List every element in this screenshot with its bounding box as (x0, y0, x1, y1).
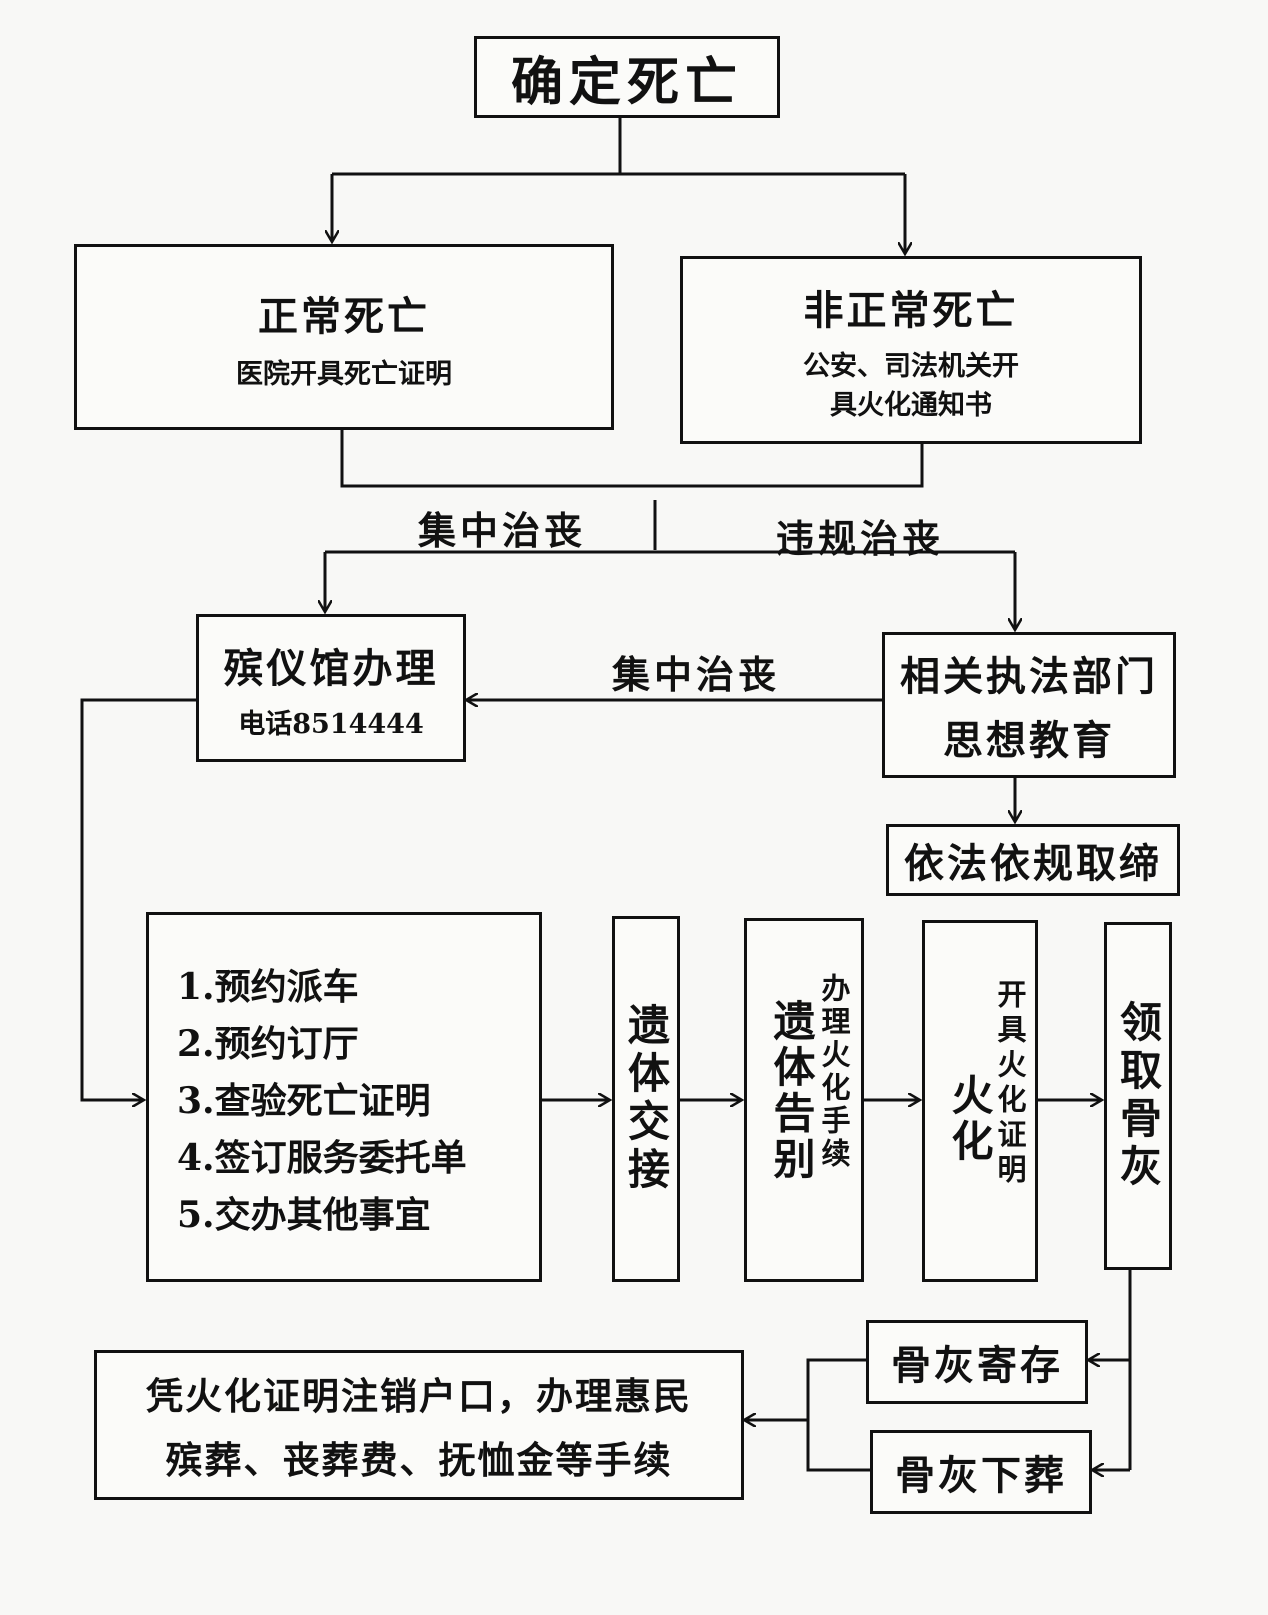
ash-storage-text: 骨灰寄存 (891, 1342, 1063, 1389)
abnormal-death-box: 非正常死亡 公安、司法机关开 具火化通知书 (680, 256, 1142, 444)
cremation-side-text: 开具火化证明 (993, 979, 1027, 1189)
cremation-box: 火化 开具火化证明 (922, 920, 1038, 1282)
final-line1: 凭火化证明注销户口，办理惠民 (146, 1374, 692, 1418)
collect-ashes-box: 领取骨灰 (1104, 922, 1172, 1270)
confirm-death-box: 确定死亡 (474, 36, 780, 118)
farewell-box: 遗体告别 办理火化手续 (744, 918, 864, 1282)
law-enforcement-line1: 相关执法部门 (900, 653, 1158, 700)
confirm-death-text: 确定死亡 (510, 51, 743, 113)
funeral-home-title: 殡仪馆办理 (223, 644, 439, 692)
line-merge (340, 430, 924, 488)
final-line2: 殡葬、丧葬费、抚恤金等手续 (165, 1438, 673, 1482)
abnormal-death-note-1: 公安、司法机关开 (803, 351, 1019, 382)
ash-burial-box: 骨灰下葬 (870, 1430, 1092, 1514)
normal-death-title: 正常死亡 (258, 292, 430, 340)
ash-burial-text: 骨灰下葬 (895, 1452, 1067, 1499)
law-enforcement-box: 相关执法部门 思想教育 (882, 632, 1176, 778)
law-enforcement-line2: 思想教育 (943, 717, 1115, 764)
funeral-home-phone: 电话8514444 (238, 708, 424, 740)
service-steps-list: 1.预约派车 2.预约订厅 3.查验死亡证明 4.签订服务委托单 5.交办其他事… (177, 959, 467, 1244)
body-handover-text: 遗体交接 (621, 1003, 671, 1195)
cremation-main-text: 火化 (945, 1073, 994, 1165)
step-item: 3.查验死亡证明 (177, 1080, 431, 1122)
normal-death-note: 医院开具死亡证明 (236, 358, 452, 390)
final-procedures-box: 凭火化证明注销户口，办理惠民 殡葬、丧葬费、抚恤金等手续 (94, 1350, 744, 1500)
farewell-side-text: 办理火化手续 (817, 973, 851, 1171)
step-item: 2.预约订厅 (177, 1023, 359, 1065)
line-storage-left (806, 1358, 870, 1472)
funeral-home-box: 殡仪馆办理 电话8514444 (196, 614, 466, 762)
ban-text: 依法依规取缔 (904, 840, 1162, 887)
label-violation-funeral: 违规治丧 (776, 516, 945, 561)
normal-death-box: 正常死亡 医院开具死亡证明 (74, 244, 614, 430)
collect-ashes-text: 领取骨灰 (1113, 1000, 1163, 1192)
step-item: 1.预约派车 (177, 966, 359, 1008)
abnormal-death-note-2: 具火化通知书 (830, 390, 992, 421)
service-steps-box: 1.预约派车 2.预约订厅 3.查验死亡证明 4.签订服务委托单 5.交办其他事… (146, 912, 542, 1282)
label-centralized-funeral: 集中治丧 (418, 508, 587, 553)
arrow-home-to-steps (80, 698, 196, 1100)
abnormal-death-title: 非正常死亡 (803, 287, 1019, 334)
ash-storage-box: 骨灰寄存 (866, 1320, 1088, 1404)
step-item: 5.交办其他事宜 (177, 1194, 431, 1236)
ban-box: 依法依规取缔 (886, 824, 1180, 896)
body-handover-box: 遗体交接 (612, 916, 680, 1282)
step-item: 4.签订服务委托单 (177, 1137, 467, 1179)
farewell-main-text: 遗体告别 (767, 999, 816, 1183)
label-centralized-arrow: 集中治丧 (612, 652, 781, 697)
